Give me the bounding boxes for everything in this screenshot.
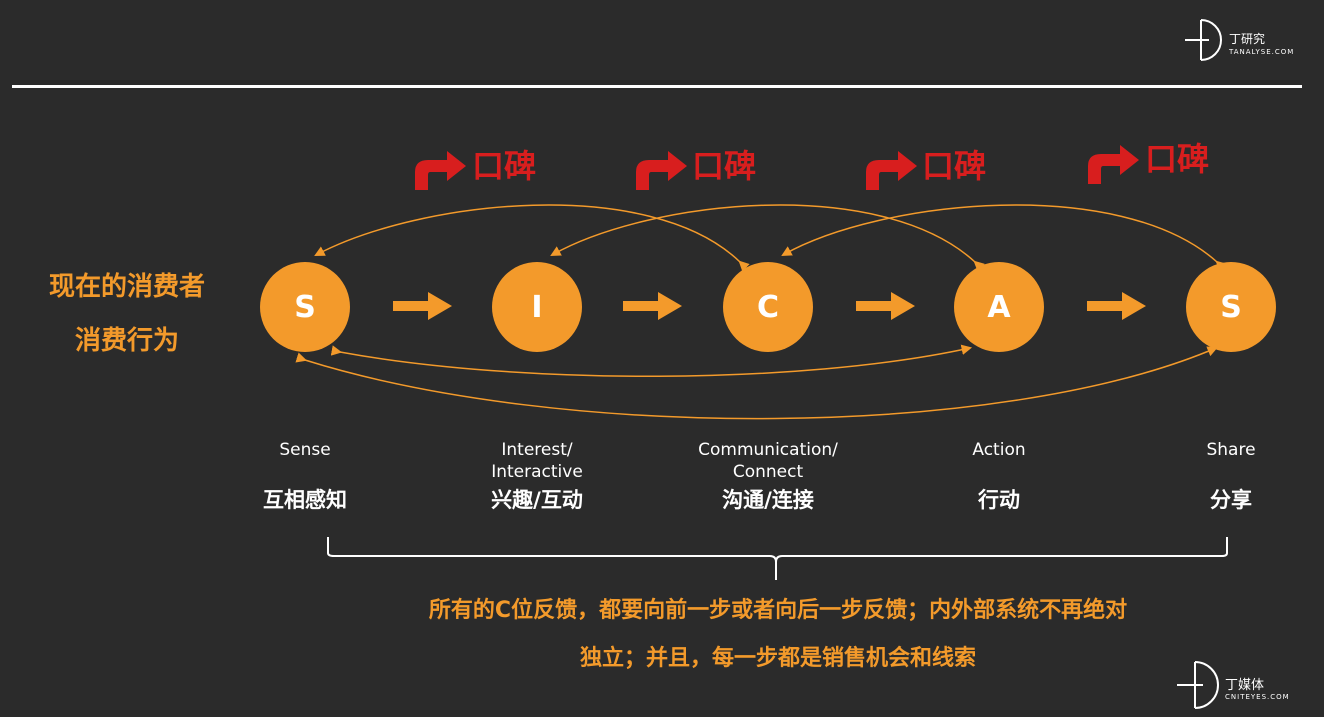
stage-en-sense: Sense [279, 440, 331, 460]
logo-bottom-en: CNITEYES.COM [1225, 693, 1290, 701]
logo-mark-icon [1185, 19, 1222, 61]
stage-cn-sense: 互相感知 [263, 488, 347, 512]
stage-cn-interest: 兴趣/互动 [491, 488, 583, 512]
stage-en-share: Share [1206, 440, 1256, 460]
wom-arrow-4-icon [1088, 145, 1139, 184]
wom-label-4: 口碑 [1145, 140, 1210, 178]
stage-cn-communication: 沟通/连接 [722, 488, 814, 512]
logo-mark-icon [1177, 661, 1219, 709]
wom-label-3: 口碑 [922, 147, 987, 185]
logo-bottom-cn: 丁媒体 [1225, 678, 1265, 693]
wom-arrow-1-icon [415, 151, 466, 190]
stage-circle-share: S [1186, 262, 1276, 352]
stage-circle-interest: I [492, 262, 582, 352]
wom-arrow-2-icon [636, 151, 687, 190]
stage-cn-action: 行动 [978, 488, 1020, 512]
arc-s-to-a [330, 344, 973, 377]
logo-bottom: 丁媒体 CNITEYES.COM [1175, 660, 1289, 714]
arc-a-to-i [550, 204, 985, 272]
stage-circle-communication: C [723, 262, 813, 352]
stage-en-communication: Communication/ Connect [698, 440, 838, 482]
arrow-3 [856, 292, 915, 320]
arc-s-to-c [781, 204, 1227, 272]
stage-en-interest: Interest/ Interactive [491, 440, 583, 482]
stage-cn-share: 分享 [1210, 488, 1252, 512]
arc-s-to-share [295, 346, 1218, 420]
arrow-4 [1087, 292, 1146, 320]
summary-line1: 所有的C位反馈，都要向前一步或者向后一步反馈；内外部系统不再绝对 [428, 598, 1128, 623]
stage-circle-sense: S [260, 262, 350, 352]
logo-top-cn: 丁研究 [1229, 32, 1266, 46]
arrow-1 [393, 292, 452, 320]
stage-en-action: Action [972, 440, 1026, 460]
wom-label-1: 口碑 [472, 147, 537, 185]
logo-top: 丁研究 TANALYSE.COM [1183, 18, 1293, 66]
summary-brace [327, 537, 1228, 580]
left-title-line2: 消费行为 [74, 326, 179, 356]
logo-top-en: TANALYSE.COM [1229, 48, 1295, 56]
summary-line2: 独立；并且，每一步都是销售机会和线索 [579, 646, 976, 671]
arrow-2 [623, 292, 682, 320]
stage-circle-action: A [954, 262, 1044, 352]
arc-c-to-s [314, 204, 750, 272]
header-divider [12, 85, 1302, 88]
wom-label-2: 口碑 [692, 147, 757, 185]
wom-arrow-3-icon [866, 151, 917, 190]
left-title-line1: 现在的消费者 [48, 272, 205, 302]
